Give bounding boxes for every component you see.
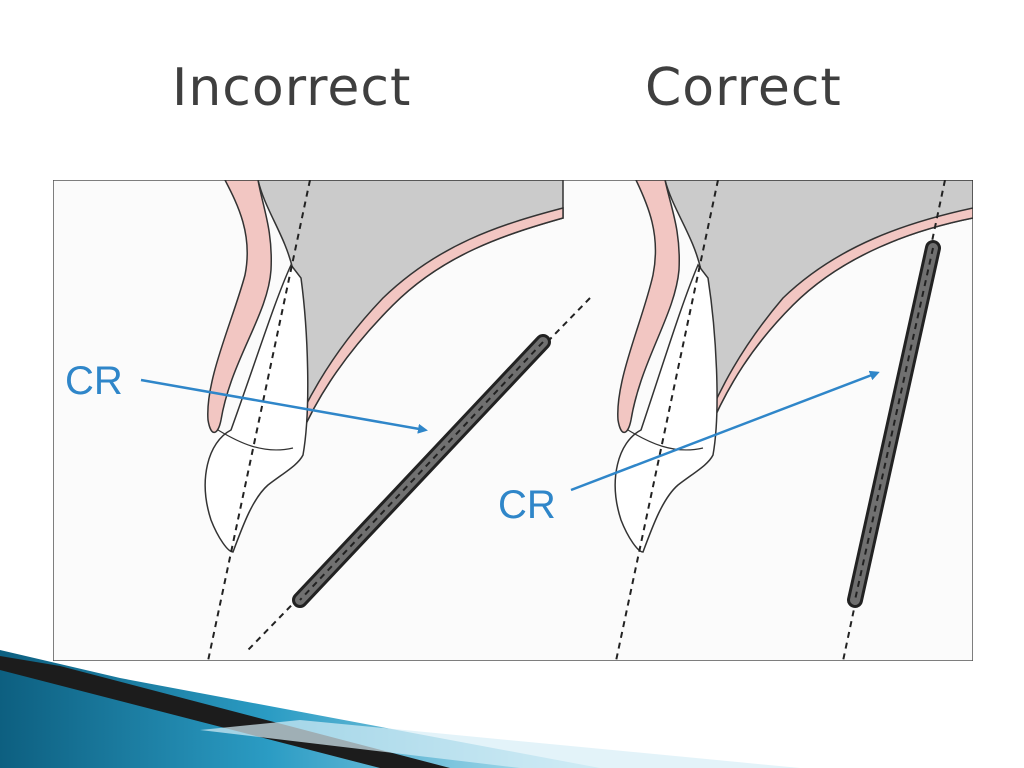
- incorrect-cej-line: [217, 429, 294, 451]
- corner-swoosh-decoration: [0, 650, 800, 768]
- correct-tooth: [614, 263, 718, 553]
- correct-panel: CR: [498, 180, 973, 661]
- angulation-diagram: CR: [53, 180, 973, 661]
- incorrect-cr-label: CR: [65, 359, 123, 403]
- correct-cej-line: [627, 429, 704, 451]
- swoosh-teal-band: [0, 650, 600, 768]
- correct-labial-gum: [617, 180, 681, 434]
- incorrect-sensor-dashes: [299, 341, 544, 601]
- heading-correct: Correct: [645, 58, 842, 118]
- correct-sensor-dashes: [854, 247, 934, 601]
- incorrect-labial-gum: [207, 180, 273, 434]
- swoosh-light-band: [200, 720, 800, 768]
- angulation-figure: CR: [53, 180, 973, 661]
- incorrect-central-ray-arrow: [140, 378, 428, 434]
- incorrect-tooth: [204, 263, 309, 553]
- correct-cr-label: CR: [498, 483, 556, 527]
- heading-incorrect: Incorrect: [172, 58, 412, 118]
- correct-tooth-axis: [615, 180, 719, 661]
- correct-central-ray-arrow: [570, 370, 880, 492]
- incorrect-tooth-axis: [207, 180, 311, 661]
- incorrect-panel: CR: [65, 180, 591, 661]
